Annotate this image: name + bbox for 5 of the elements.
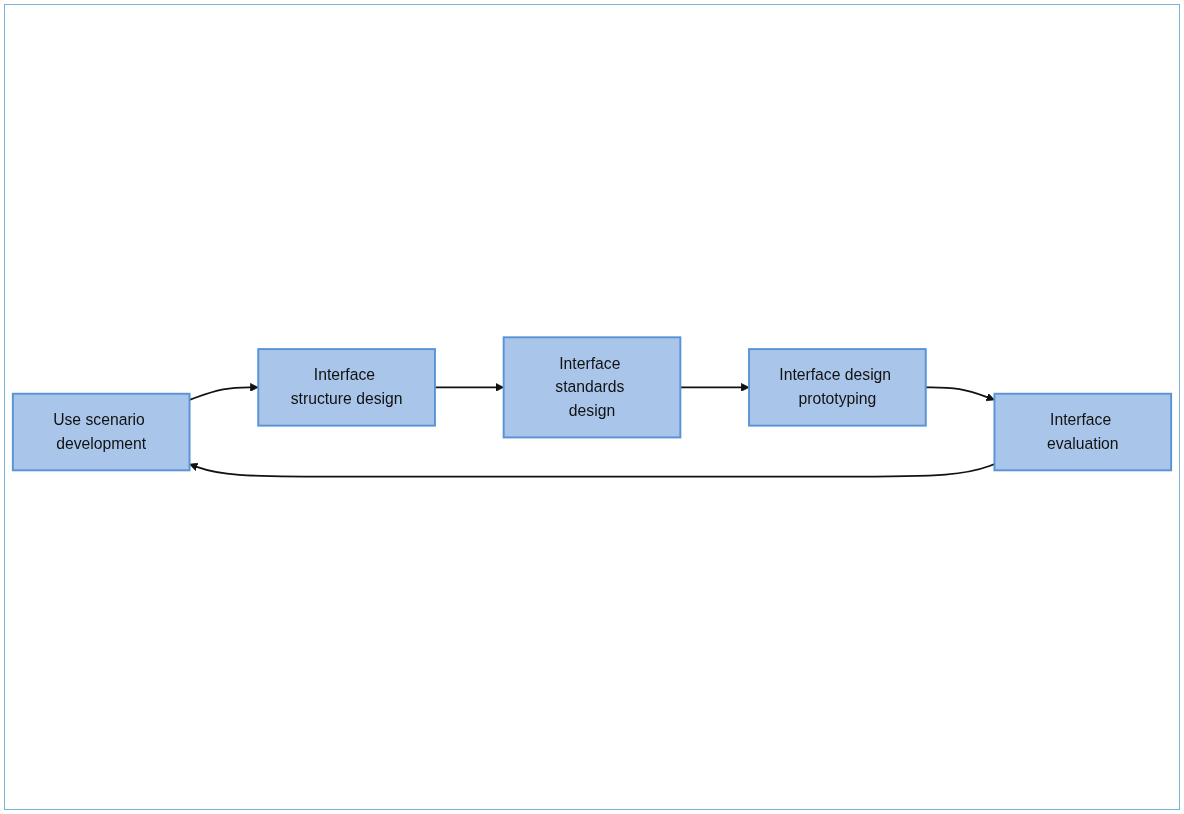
node-box: Interface evaluation — [993, 392, 1173, 472]
node-box: Interface structure design — [257, 348, 436, 427]
node-box: Use scenario development — [11, 392, 191, 472]
node-box: Interface standards design — [502, 336, 682, 439]
node-box: Interface design prototyping — [748, 348, 927, 427]
